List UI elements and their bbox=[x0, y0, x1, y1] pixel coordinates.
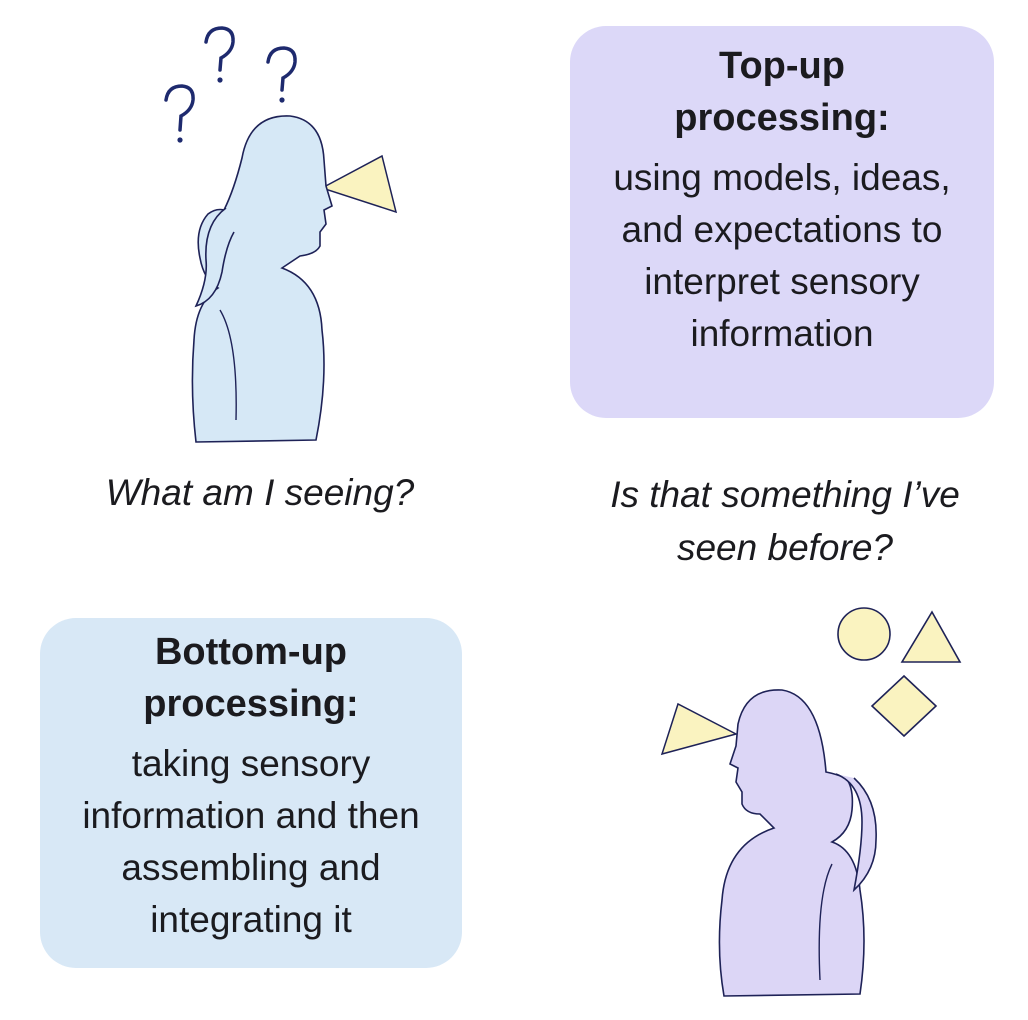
bottom-up-person-figure bbox=[164, 26, 398, 443]
ponytail bbox=[835, 773, 877, 893]
ponytail bbox=[194, 207, 235, 308]
vision-cone-icon bbox=[660, 702, 739, 756]
top-up-description: using models, ideas, and expectations to… bbox=[613, 157, 951, 354]
bottom-up-processing-card: Bottom-up processing: taking sensory inf… bbox=[40, 618, 462, 968]
top-up-processing-card: Top-up processing: using models, ideas, … bbox=[570, 26, 994, 418]
person-silhouette bbox=[191, 115, 333, 443]
top-up-title: Top-up processing: bbox=[674, 45, 890, 139]
arm-line bbox=[219, 309, 237, 421]
question-mark-icon bbox=[204, 26, 235, 83]
question-mark-icon bbox=[266, 46, 297, 103]
question-mark-icon bbox=[164, 84, 195, 143]
vision-cone-icon bbox=[320, 154, 398, 214]
person-silhouette bbox=[718, 689, 865, 997]
top-up-person-figure bbox=[660, 607, 962, 997]
triangle-shape-icon bbox=[900, 610, 962, 663]
what-am-i-seeing-caption: What am I seeing? bbox=[105, 472, 415, 513]
seen-before-caption: Is that something I’ve seen before? bbox=[610, 474, 960, 568]
bottom-up-title: Bottom-up processing: bbox=[143, 631, 359, 725]
diamond-shape-icon bbox=[870, 674, 938, 738]
circle-shape-icon bbox=[837, 607, 891, 661]
bottom-up-description: taking sensory information and then asse… bbox=[82, 743, 420, 940]
arm-line bbox=[818, 863, 833, 981]
